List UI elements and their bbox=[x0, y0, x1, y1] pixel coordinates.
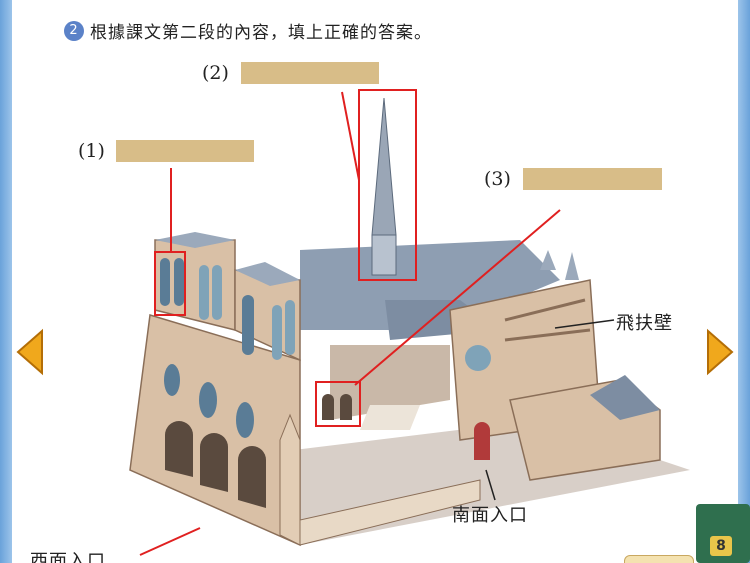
north-tower-roof bbox=[155, 232, 235, 248]
corner-tab[interactable] bbox=[624, 555, 694, 563]
blank-1-label: (1) bbox=[78, 140, 105, 162]
buttress-spire bbox=[565, 252, 579, 280]
tower-window bbox=[160, 258, 170, 306]
chevron-left-icon bbox=[16, 328, 43, 376]
callout-south-entrance: 南面入口 bbox=[452, 505, 528, 526]
next-page-button[interactable] bbox=[704, 331, 734, 373]
callout-line-buttress bbox=[554, 319, 615, 329]
interior-arch bbox=[340, 394, 352, 420]
interior-arch bbox=[322, 394, 334, 420]
pointer-line-2 bbox=[341, 91, 360, 181]
callout-west-entrance: 西面入口 bbox=[30, 551, 106, 563]
blank-3-label: (3) bbox=[484, 168, 511, 190]
blank-1-input[interactable] bbox=[116, 140, 254, 162]
tower-window bbox=[285, 300, 295, 355]
west-portal bbox=[200, 433, 228, 492]
blank-2-label: (2) bbox=[202, 62, 229, 84]
spire-lantern bbox=[371, 234, 397, 276]
question-number-icon: 2 bbox=[64, 20, 84, 41]
question-text: 根據課文第二段的內容，填上正確的答案。 bbox=[90, 23, 432, 43]
question-prompt: 2 根據課文第二段的內容，填上正確的答案。 bbox=[64, 18, 432, 43]
tower-window bbox=[242, 295, 254, 355]
central-spire bbox=[371, 97, 397, 236]
blank-3-input[interactable] bbox=[523, 168, 662, 190]
south-tower-roof bbox=[235, 262, 300, 286]
page-badge: 8 bbox=[710, 536, 732, 556]
chevron-right-icon bbox=[707, 328, 734, 376]
previous-page-button[interactable] bbox=[16, 331, 46, 373]
west-portal bbox=[165, 421, 193, 477]
callout-line-south bbox=[485, 469, 496, 501]
facade-window bbox=[199, 382, 217, 418]
tower-window bbox=[174, 258, 184, 306]
tower-window bbox=[272, 305, 282, 360]
apse-roof bbox=[590, 375, 660, 420]
page-border-right bbox=[738, 0, 750, 563]
rose-window bbox=[465, 345, 491, 371]
tower-window bbox=[199, 265, 209, 320]
tower-window bbox=[212, 265, 222, 320]
west-portal bbox=[238, 446, 266, 508]
south-door bbox=[474, 422, 490, 460]
courtyard-steps bbox=[360, 405, 420, 430]
nave-roof bbox=[300, 240, 560, 330]
callout-line-west bbox=[139, 527, 201, 556]
callout-flying-buttress: 飛扶壁 bbox=[616, 313, 673, 334]
facade-window bbox=[164, 364, 180, 396]
cloister-wall bbox=[299, 479, 481, 546]
buttress-spire bbox=[540, 250, 556, 270]
pointer-line-3 bbox=[354, 209, 561, 386]
highlight-arch bbox=[315, 381, 361, 427]
flying-buttress bbox=[504, 328, 591, 342]
facade-window bbox=[236, 402, 254, 438]
facade-pinnacle bbox=[279, 413, 301, 546]
blank-2-input[interactable] bbox=[241, 62, 379, 84]
page-border-left bbox=[0, 0, 12, 563]
flying-buttress bbox=[504, 298, 586, 322]
highlight-spire bbox=[358, 89, 417, 281]
